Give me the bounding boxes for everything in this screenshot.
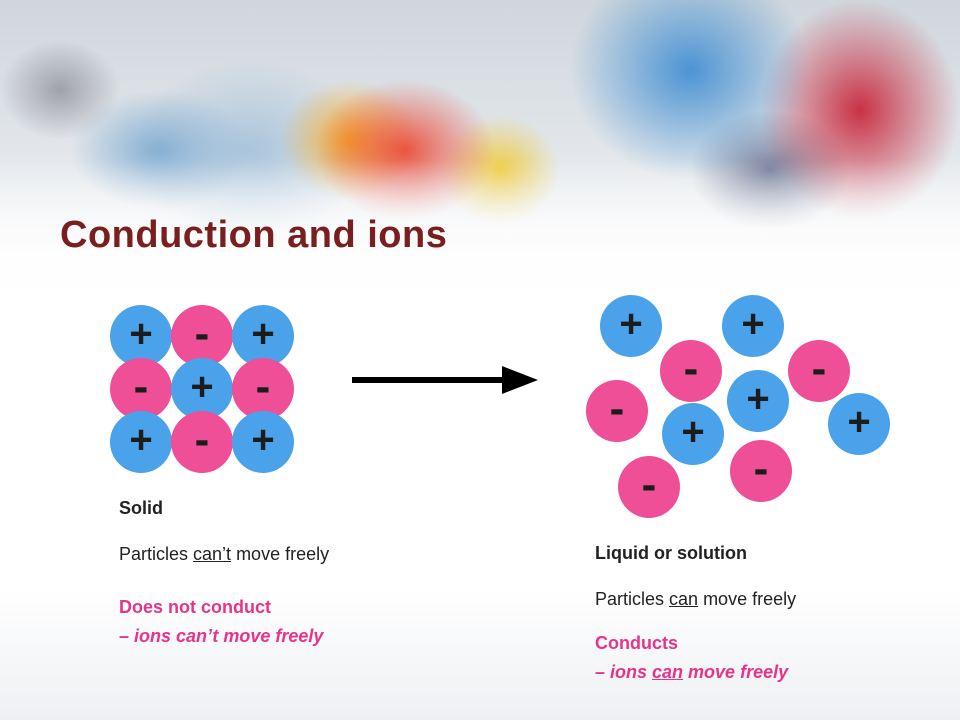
positive-ion: + <box>110 305 172 367</box>
solid-heading: Solid <box>119 498 163 518</box>
positive-ion: + <box>722 295 784 357</box>
positive-ion: + <box>232 305 294 367</box>
positive-ion: + <box>727 370 789 432</box>
negative-ion: - <box>730 440 792 502</box>
negative-ion: - <box>660 340 722 402</box>
negative-ion: - <box>110 358 172 420</box>
negative-ion: - <box>232 358 294 420</box>
liquid-reason-text: – ions can move freely <box>595 662 789 682</box>
positive-ion: + <box>662 403 724 465</box>
negative-ion: - <box>586 380 648 442</box>
negative-ion: - <box>171 411 233 473</box>
lab-glassware-banner <box>0 0 960 330</box>
liquid-heading: Liquid or solution <box>595 543 747 563</box>
slide-title: Conduction and ions <box>60 214 448 256</box>
negative-ion: - <box>171 305 233 367</box>
solid-conduction-text: Does not conduct <box>119 597 271 617</box>
positive-ion: + <box>110 411 172 473</box>
positive-ion: + <box>828 393 890 455</box>
positive-ion: + <box>600 295 662 357</box>
solid-particles-text: Particles can’t move freely <box>119 544 330 564</box>
negative-ion: - <box>788 340 850 402</box>
background-fade <box>0 590 960 720</box>
positive-ion: + <box>171 358 233 420</box>
negative-ion: - <box>618 456 680 518</box>
solid-reason-text: – ions can’t move freely <box>119 626 324 646</box>
liquid-conduction-text: Conducts <box>595 633 678 653</box>
liquid-particles-text: Particles can move freely <box>595 589 797 609</box>
positive-ion: + <box>232 411 294 473</box>
right-arrow-icon <box>352 366 538 394</box>
